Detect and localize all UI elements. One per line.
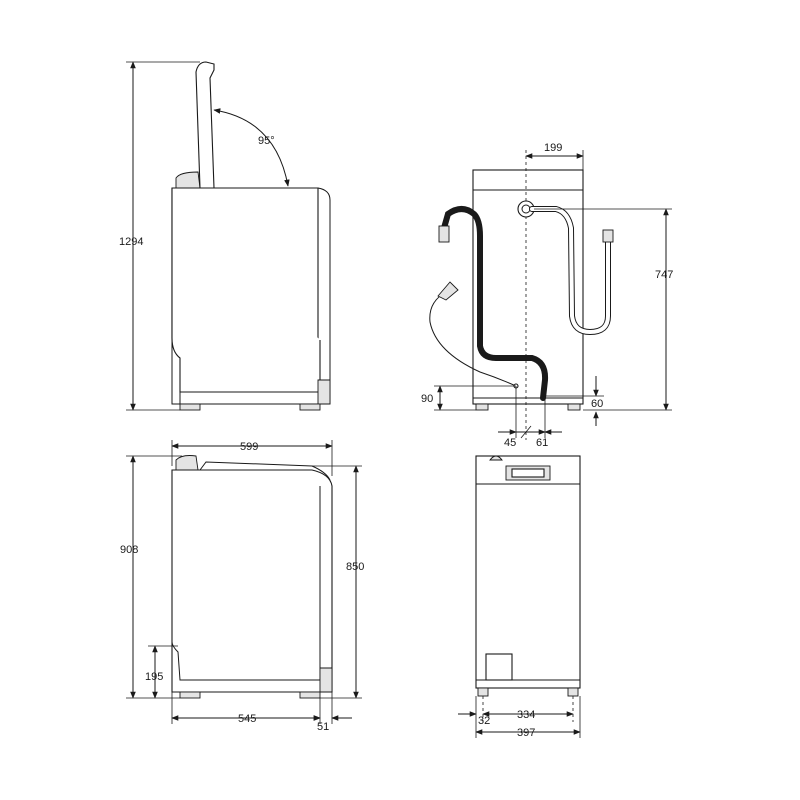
dim-lid-angle: 95° (258, 135, 275, 147)
dim-base-height: 195 (145, 671, 163, 683)
power-cord (429, 291, 517, 387)
dim-drain-offset-left: 45 (504, 437, 516, 449)
side-view-closed: 599 908 850 195 545 51 (120, 440, 364, 733)
side-view-lid-open: 1294 95° (119, 61, 331, 411)
dim-drain-height-right: 60 (591, 398, 603, 410)
front-view: 32 334 397 (458, 455, 581, 739)
dim-foot-offset: 32 (478, 715, 490, 727)
foot-front-closed (179, 691, 201, 699)
service-hatch (485, 653, 513, 681)
dim-depth-body: 545 (238, 713, 256, 725)
control-knob-closed (175, 455, 199, 471)
control-knob-front (489, 455, 503, 461)
foot-rear-closed (299, 691, 321, 699)
foot-rear (299, 403, 321, 411)
dim-rear-offset: 51 (317, 721, 329, 733)
foot-front-right (567, 687, 579, 697)
dim-drain-height-left: 90 (421, 393, 433, 405)
dim-drain-offset-right: 61 (536, 437, 548, 449)
open-lid (195, 61, 215, 189)
foot-front-left (477, 687, 489, 697)
rear-panel-closed (319, 667, 333, 693)
foot-front (179, 403, 201, 411)
dim-inlet-height: 747 (655, 269, 673, 281)
dim-height-body: 850 (346, 561, 364, 573)
foot-rear-right (567, 403, 581, 411)
dim-height-total: 908 (120, 544, 138, 556)
inlet-hose-fitting (602, 229, 614, 243)
dim-depth-total: 599 (240, 441, 258, 453)
machine-body-side-closed (171, 469, 333, 693)
dim-foot-spacing: 334 (517, 709, 535, 721)
control-knob (175, 171, 201, 189)
dim-height-lid-open: 1294 (119, 236, 143, 248)
foot-rear-left (475, 403, 489, 411)
power-plug-icon (437, 281, 459, 301)
drain-hose-end (438, 225, 450, 243)
machine-body-front (475, 455, 581, 689)
dim-width-total: 397 (517, 727, 535, 739)
dim-inlet-offset-top: 199 (544, 142, 562, 154)
rear-panel (317, 379, 331, 405)
rear-view-connections: 199 747 90 60 45 61 (421, 142, 673, 449)
